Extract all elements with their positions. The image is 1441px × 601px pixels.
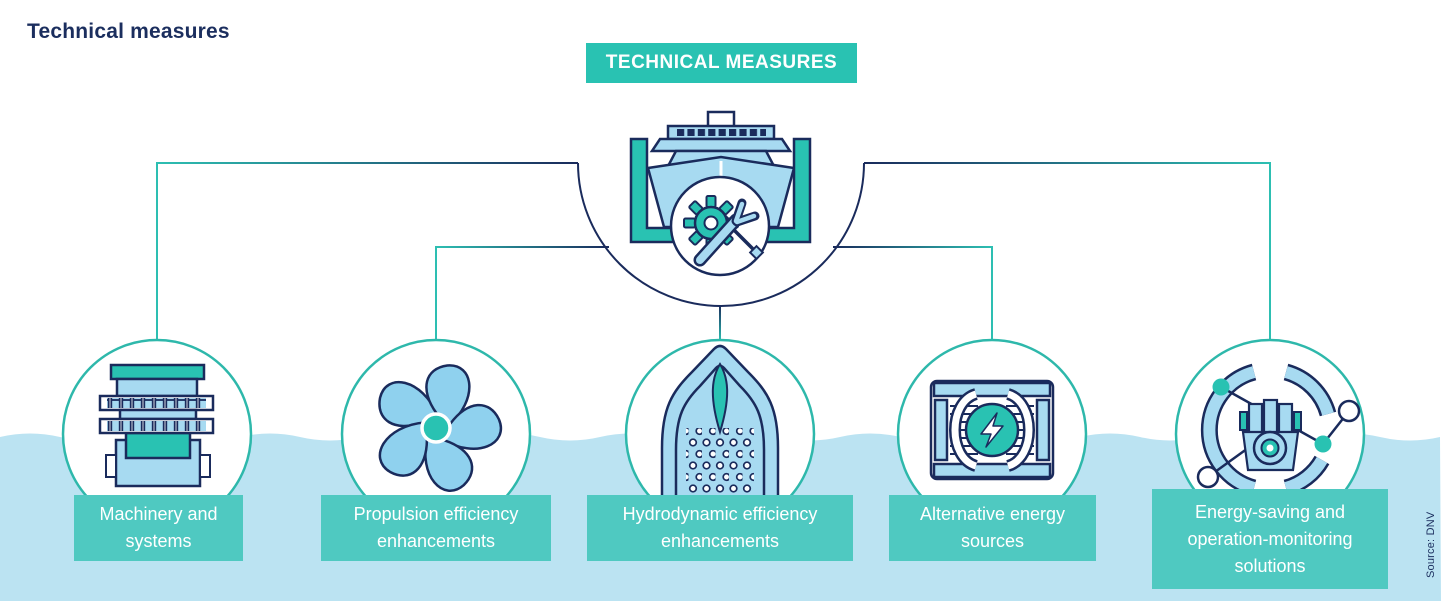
connector-lines [156,162,1271,341]
ship-in-drydock-with-gear-and-wrench-icon [629,110,812,277]
engine-monitoring-network-icon [1196,363,1361,497]
source-credit: Source: DNV [1425,511,1437,578]
node-label-energy-saving: Energy-saving and operation-monitoring s… [1152,489,1388,589]
engine-machinery-icon [98,363,215,488]
node-label-propulsion: Propulsion efficiency enhancements [321,495,551,561]
node-label-machinery: Machinery and systems [74,495,243,561]
propeller-icon [378,364,502,492]
banner: TECHNICAL MEASURES [586,43,857,83]
page-title: Technical measures [27,20,230,43]
battery-lightning-icon [929,379,1055,481]
hull-air-lubrication-icon [660,344,780,514]
node-label-hydrodynamic: Hydrodynamic efficiency enhancements [587,495,853,561]
node-label-alt-energy: Alternative energy sources [889,495,1096,561]
